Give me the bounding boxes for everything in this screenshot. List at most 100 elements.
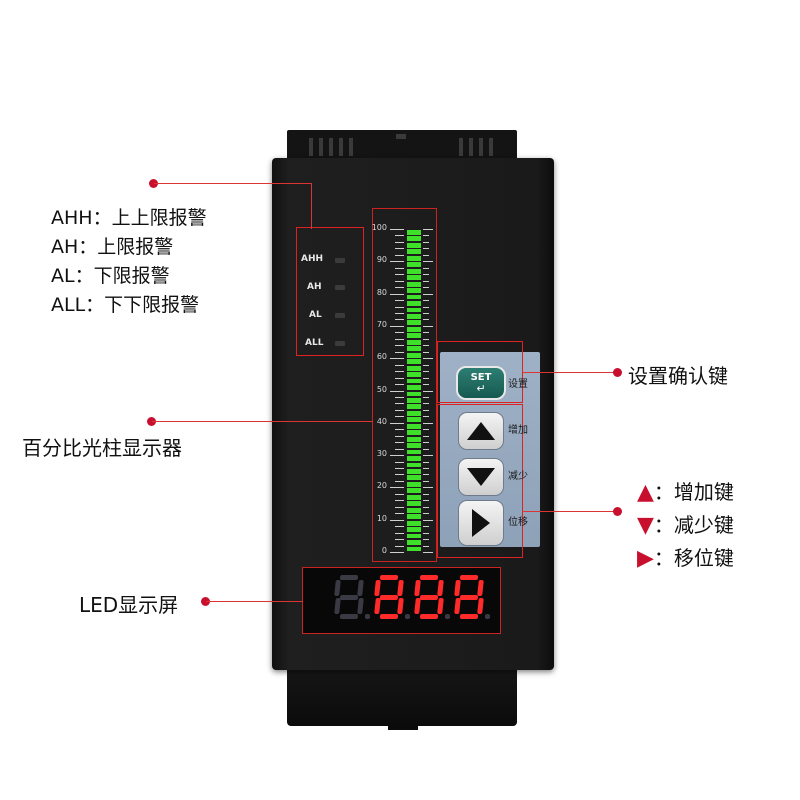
- bar-scale-tick: [395, 526, 404, 528]
- bar-scale-tick: [395, 545, 404, 547]
- led-segment: [379, 575, 399, 580]
- bar-scale-tick: [395, 377, 404, 379]
- set-key[interactable]: SET ↵: [456, 366, 506, 400]
- bar-scale-tick: [390, 325, 404, 327]
- decrease-key[interactable]: [458, 458, 504, 496]
- bar-scale-tick: [395, 254, 404, 256]
- bar-scale-tick: [423, 513, 429, 515]
- bar-scale-tick: [395, 280, 404, 282]
- increase-key[interactable]: [458, 412, 504, 450]
- bar-segment: [407, 281, 421, 287]
- bar-segment: [407, 268, 421, 274]
- led-segment: [419, 614, 439, 619]
- alarm-led-al: [335, 313, 345, 318]
- bar-segment: [407, 294, 421, 300]
- vent-slot: [489, 138, 493, 156]
- alarm-led-ah: [335, 285, 345, 290]
- bar-scale-label: 70: [376, 319, 387, 329]
- bar-scale-tick: [423, 396, 429, 398]
- alarm-label-al: AL: [309, 310, 322, 320]
- bar-scale-label: 10: [376, 513, 387, 523]
- bar-scale-tick: [395, 539, 404, 541]
- bar-scale-label: 30: [376, 449, 387, 459]
- bar-scale-tick: [390, 487, 404, 489]
- bar-scale-tick: [423, 403, 429, 405]
- bar-scale-tick: [395, 351, 404, 353]
- bar-segment: [407, 475, 421, 481]
- bar-scale-tick: [390, 229, 404, 230]
- bar-segment: [407, 488, 421, 494]
- alarm-legend-ah: AH：上限报警: [51, 236, 174, 258]
- led-digits: [334, 575, 495, 625]
- device-bottom-housing: [287, 668, 517, 726]
- led-segment: [437, 598, 444, 614]
- callout-line-alarm: [154, 183, 311, 184]
- bar-segment: [407, 301, 421, 306]
- bar-scale-tick: [395, 338, 404, 340]
- led-segment: [459, 575, 479, 580]
- bar-scale-tick: [395, 506, 404, 508]
- bar-segment: [407, 313, 421, 319]
- bar-scale-tick: [395, 300, 404, 302]
- callout-dot-alarm: [149, 179, 158, 188]
- alarm-legend-all: ALL：下下限报警: [51, 294, 200, 316]
- device-top-housing: [287, 130, 517, 160]
- alarm-legend-ahh: AHH：上上限报警: [51, 207, 207, 229]
- bar-scale-tick: [395, 287, 404, 289]
- bar-segment: [407, 540, 421, 545]
- triangle-up-icon: [467, 422, 495, 440]
- bar-scale-tick: [395, 493, 404, 495]
- callout-line-arrows: [522, 511, 617, 512]
- bar-segment: [407, 481, 421, 487]
- bar-segment: [407, 230, 421, 235]
- bar-scale-tick: [423, 229, 433, 230]
- bar-segment: [407, 520, 421, 526]
- bar-scale-tick: [423, 422, 433, 424]
- bar-segment: [407, 494, 421, 500]
- triangle-right-icon: [472, 509, 490, 537]
- led-segment: [339, 614, 359, 619]
- led-decimal-point: [485, 614, 490, 619]
- bar-scale-tick: [395, 235, 404, 237]
- led-segment: [397, 598, 404, 614]
- bar-scale-tick: [423, 461, 429, 463]
- key-legend-increase: ▲：增加键: [637, 476, 734, 509]
- shift-key[interactable]: [458, 500, 504, 546]
- bar-scale-tick: [395, 532, 404, 534]
- bar-segment: [407, 275, 421, 281]
- bar-scale-tick: [395, 248, 404, 250]
- bar-scale-tick: [395, 480, 404, 482]
- bar-scale-tick: [395, 345, 404, 347]
- vent-slot: [459, 138, 463, 156]
- bar-scale-tick: [423, 300, 429, 302]
- vent-slot: [339, 138, 343, 156]
- set-key-label: 设置: [508, 379, 528, 390]
- bar-scale-label: 100: [371, 223, 387, 232]
- bar-scale-tick: [423, 552, 433, 553]
- triangle-right-icon: ▶: [637, 546, 654, 571]
- latch-slot: [396, 134, 406, 139]
- key-legend-decrease: ▼：减少键: [637, 509, 734, 542]
- bar-scale-tick: [423, 351, 429, 353]
- bar-scale-tick: [390, 422, 404, 424]
- bar-scale-tick: [423, 345, 429, 347]
- bar-callout-label: 百分比光柱显示器: [22, 436, 182, 460]
- bar-segment: [407, 307, 421, 313]
- bar-scale-tick: [423, 306, 429, 308]
- led-segment: [437, 580, 444, 596]
- triangle-down-icon: [467, 468, 495, 486]
- bar-scale-tick: [423, 435, 429, 437]
- bar-scale-label: 50: [376, 384, 387, 394]
- bar-scale-tick: [423, 455, 433, 457]
- bar-scale-label: 0: [381, 546, 387, 555]
- led-segment: [339, 594, 359, 600]
- bar-segment: [407, 533, 421, 539]
- callout-line-led: [206, 601, 303, 602]
- bar-segment: [407, 527, 421, 533]
- bar-scale-tick: [423, 416, 429, 418]
- key-legend: ▲：增加键 ▼：减少键 ▶：移位键: [637, 476, 734, 575]
- led-segment: [414, 598, 421, 614]
- bar-scale-tick: [395, 435, 404, 437]
- vent-slot: [309, 138, 313, 156]
- set-key-text: SET: [470, 371, 492, 383]
